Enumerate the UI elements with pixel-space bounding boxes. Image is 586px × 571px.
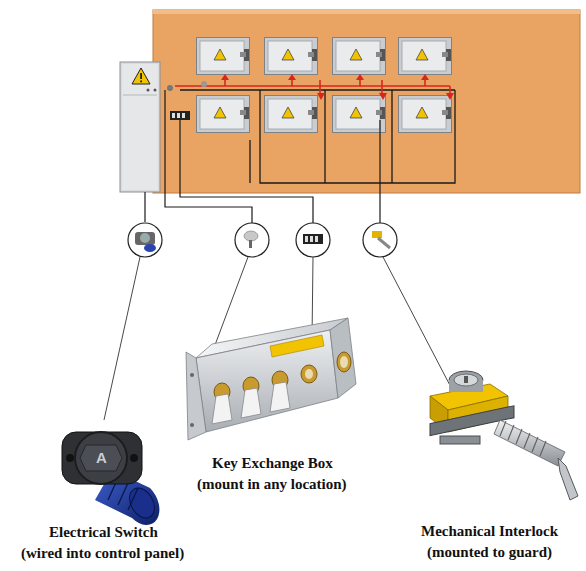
product-note: (mount in any location) [197, 475, 347, 493]
product-note: (wired into control panel) [21, 544, 184, 562]
product-caption: Mechanical Interlock [421, 522, 558, 540]
product-caption: Key Exchange Box [212, 454, 333, 472]
switch-letter: A [96, 449, 107, 467]
product-caption: Electrical Switch [49, 523, 158, 541]
product-note: (mounted to guard) [427, 543, 552, 561]
